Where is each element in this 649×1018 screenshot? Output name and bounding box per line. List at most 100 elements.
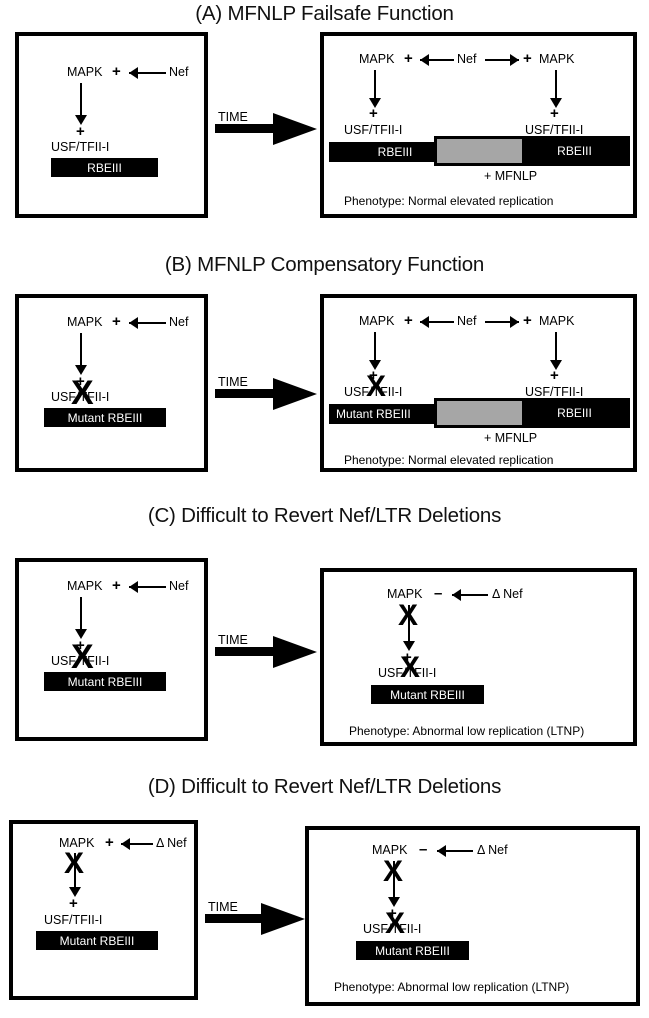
nef-arrow-left [129, 317, 166, 329]
panel-d-title: (D) Difficult to Revert Nef/LTR Deletion… [147, 775, 502, 798]
delta-nef-arrow [452, 589, 488, 601]
mapk-label: MAPK [387, 587, 423, 601]
panel-c-left-box: MAPK + Nef + USF/TFII-I X Mutant RBEIII [15, 558, 208, 741]
phenotype-text: Phenotype: Abnormal low replication (LTN… [334, 980, 570, 994]
usf-plus-right: + [550, 367, 559, 384]
rbeiii-bar-right-label: RBEIII [557, 144, 592, 158]
panel-d: (D) Difficult to Revert Nef/LTR Deletion… [0, 770, 649, 1018]
activation-arrow [68, 853, 82, 897]
nef-arrow-left [420, 54, 454, 66]
arrow-cross-out-icon: X [383, 855, 404, 888]
nef-label: Nef [457, 52, 477, 66]
usf-plus: + [76, 637, 85, 654]
usf-left-label: USF/TFII-I [344, 123, 403, 137]
phenotype-text: Phenotype: Abnormal low replication (LTN… [349, 724, 585, 738]
delta-nef-label: Δ Nef [492, 587, 523, 601]
mutant-rbeiii-bar: Mutant RBEIII [44, 672, 166, 691]
usf-plus: + [403, 649, 412, 666]
mfnlp-gray-segment [437, 139, 522, 163]
mapk-sign: + [112, 63, 121, 80]
nef-arrow-left [129, 67, 166, 79]
mapk-sign: + [112, 313, 121, 330]
panel-d-left-box: MAPK + Δ Nef X + USF/TFII-I Mutant RBEII… [9, 820, 198, 1000]
activation-arrow-right [549, 332, 563, 370]
mutant-rbeiii-bar-label: Mutant RBEIII [390, 687, 465, 702]
time-arrow-a [215, 113, 317, 145]
panel-c-title: (C) Difficult to Revert Nef/LTR Deletion… [147, 504, 502, 527]
panel-d-right-box: MAPK – Δ Nef X + USF/TFII-I X Mutant RBE… [305, 826, 640, 1006]
rbeiii-bar-right-label: RBEIII [557, 406, 592, 420]
usf-cross-out-icon: X [366, 370, 387, 403]
mapk-right-label: MAPK [539, 52, 575, 66]
rbeiii-bar-right: RBEIII [522, 139, 627, 163]
activation-arrow [387, 861, 401, 907]
delta-nef-arrow [121, 838, 153, 850]
panel-b-right-box: MAPK + Nef + MAPK + USF/TFII-I X + USF/T… [320, 294, 637, 472]
mutant-rbeiii-bar-label: Mutant RBEIII [67, 410, 143, 425]
delta-nef-label: Δ Nef [156, 836, 187, 850]
mapk-right-label: MAPK [539, 314, 575, 328]
panel-b-title: (B) MFNLP Compensatory Function [164, 253, 485, 276]
delta-nef-arrow [437, 845, 473, 857]
mutant-rbeiii-bar: Mutant RBEIII [356, 941, 469, 960]
mapk-label: MAPK [67, 579, 103, 593]
arrow-cross-out-icon: X [398, 599, 419, 632]
activation-arrow [74, 83, 88, 125]
arrow-cross-out-icon: X [64, 847, 85, 880]
panel-a: (A) MFNLP Failsafe Function MAPK + Nef +… [0, 0, 649, 250]
activation-arrow [74, 333, 88, 375]
usf-plus: + [76, 373, 85, 390]
usf-left-label: USF/TFII-I [344, 385, 403, 399]
time-arrow-d [205, 903, 307, 935]
usf-plus-left: + [369, 367, 378, 384]
mapk-label: MAPK [372, 843, 408, 857]
usf-cross-out-icon: X [400, 651, 421, 684]
nef-arrow-left [129, 581, 166, 593]
usf-plus-left: + [369, 105, 378, 122]
phenotype-text: Phenotype: Normal elevated replication [344, 453, 554, 467]
mfnlp-insert-box: RBEIII [434, 136, 630, 166]
usf-cross-out-icon: X [385, 907, 406, 940]
nef-arrow-right [485, 316, 519, 328]
usf-right-label: USF/TFII-I [525, 385, 584, 399]
mapk-sign: + [105, 834, 114, 851]
usf-plus: + [69, 895, 78, 912]
mapk-left-sign: + [404, 50, 413, 67]
usf-cross-out-icon: X [71, 374, 94, 412]
panel-b: (B) MFNLP Compensatory Function MAPK + N… [0, 250, 649, 500]
mutant-rbeiii-bar-label: Mutant RBEIII [59, 933, 135, 948]
mutant-rbeiii-bar-left-label: Mutant RBEIII [336, 407, 411, 421]
mapk-left-sign: + [404, 312, 413, 329]
phenotype-text: Phenotype: Normal elevated replication [344, 194, 554, 208]
usf-plus-right: + [550, 105, 559, 122]
mutant-rbeiii-bar-label: Mutant RBEIII [375, 943, 450, 958]
nef-arrow-left [420, 316, 454, 328]
panel-b-left-box: MAPK + Nef + USF/TFII-I X Mutant RBEIII [15, 294, 208, 472]
time-label-b: TIME [218, 375, 248, 389]
rbeiii-bar-label: RBEIII [87, 160, 122, 175]
mapk-left-label: MAPK [359, 52, 395, 66]
usf-plus: + [388, 905, 397, 922]
mutant-rbeiii-bar: Mutant RBEIII [44, 408, 166, 427]
mapk-label: MAPK [59, 836, 95, 850]
activation-arrow-right [549, 70, 563, 108]
panel-c-right-box: MAPK – Δ Nef X + USF/TFII-I X Mutant RBE… [320, 568, 637, 746]
nef-label: Nef [169, 315, 189, 329]
mapk-sign: – [419, 841, 428, 858]
usf-label: USF/TFII-I [51, 654, 110, 668]
mapk-right-sign: + [523, 50, 532, 67]
mfnlp-insert-box: RBEIII [434, 398, 630, 428]
usf-right-label: USF/TFII-I [525, 123, 584, 137]
activation-arrow-left [368, 332, 382, 370]
rbeiii-bar: RBEIII [51, 158, 158, 177]
activation-arrow [402, 605, 416, 651]
usf-cross-out-icon: X [71, 638, 94, 676]
activation-arrow-left [368, 70, 382, 108]
rbeiii-bar-right: RBEIII [522, 401, 627, 425]
nef-label: Nef [169, 65, 189, 79]
mapk-left-label: MAPK [359, 314, 395, 328]
panel-a-right-box: MAPK + Nef + MAPK + USF/TFII-I + USF/TFI… [320, 32, 637, 218]
mapk-sign: + [112, 577, 121, 594]
mfnlp-label: + MFNLP [484, 169, 538, 183]
